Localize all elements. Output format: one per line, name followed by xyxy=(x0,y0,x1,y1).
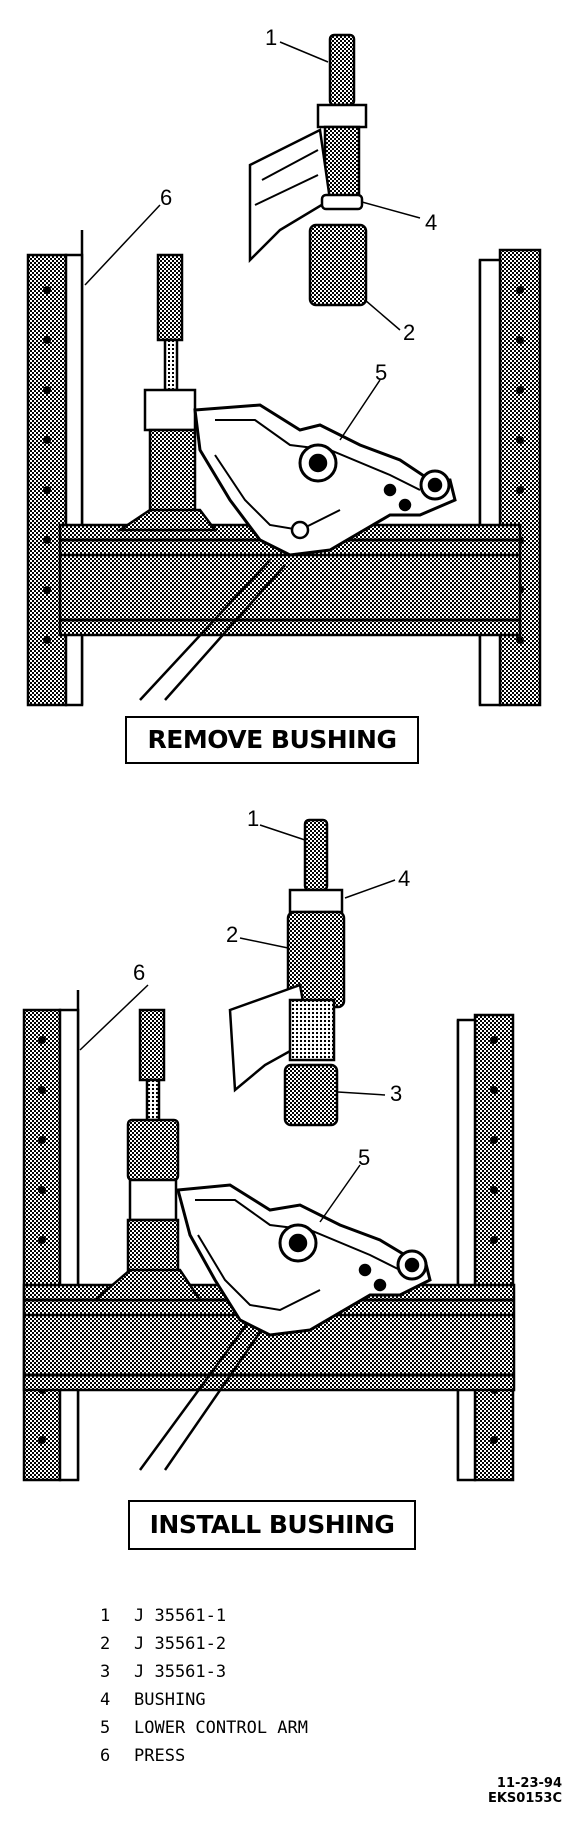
remove-bushing-caption: REMOVE BUSHING xyxy=(125,716,419,764)
legend-item: 2 J 35561-2 xyxy=(100,1630,308,1658)
legend-item: 3 J 35561-3 xyxy=(100,1658,308,1686)
callout-top-2: 2 xyxy=(403,320,416,345)
tool-j35561-1 xyxy=(328,33,356,107)
legend-number: 6 xyxy=(100,1746,111,1766)
legend-item: 1 J 35561-1 xyxy=(100,1602,308,1630)
legend-number: 5 xyxy=(100,1718,111,1738)
legend-item: 5 LOWER CONTROL ARM xyxy=(100,1714,308,1742)
document-date: 11-23-94 xyxy=(496,1776,562,1791)
legend-text: LOWER CONTROL ARM xyxy=(134,1718,308,1738)
legend-text: J 35561-3 xyxy=(134,1662,227,1682)
remove-diagram xyxy=(26,33,542,707)
legend-number: 4 xyxy=(100,1690,111,1710)
legend-item: 6 PRESS xyxy=(100,1742,308,1770)
legend-item: 4 BUSHING xyxy=(100,1686,308,1714)
callout-top-1: 1 xyxy=(265,25,278,50)
tool-j35561-2 xyxy=(308,223,368,307)
callout-top-6: 6 xyxy=(160,185,173,210)
legend-number: 2 xyxy=(100,1634,111,1654)
support-tool xyxy=(126,1118,180,1182)
legend-number: 1 xyxy=(100,1606,111,1626)
press-left-column-2 xyxy=(22,1008,62,1482)
document-id: 11-23-94 EKS0153C xyxy=(488,1776,562,1806)
callout-top-5: 5 xyxy=(375,360,388,385)
press-ram xyxy=(156,253,184,342)
callout-bottom-1: 1 xyxy=(247,806,260,831)
parts-legend: 1 J 35561-1 2 J 35561-2 3 J 35561-3 4 BU… xyxy=(100,1602,308,1770)
callout-top-4: 4 xyxy=(425,210,438,235)
tool-j35561-3 xyxy=(283,1063,339,1127)
legend-text: J 35561-1 xyxy=(134,1606,227,1626)
support-block xyxy=(143,388,197,432)
press-right-column-2 xyxy=(473,1013,515,1482)
press-left-column xyxy=(26,253,68,707)
callout-bottom-4: 4 xyxy=(398,866,411,891)
legend-text: PRESS xyxy=(134,1746,186,1766)
legend-text: BUSHING xyxy=(134,1690,206,1710)
install-bushing-caption: INSTALL BUSHING xyxy=(128,1500,416,1550)
callout-bottom-2: 2 xyxy=(226,922,239,947)
install-diagram xyxy=(22,818,516,1482)
legend-number: 3 xyxy=(100,1662,111,1682)
press-ram-2 xyxy=(138,1008,166,1082)
document-code: EKS0153C xyxy=(487,1791,562,1806)
bushing xyxy=(320,193,364,211)
legend-text: J 35561-2 xyxy=(134,1634,227,1654)
callout-bottom-6: 6 xyxy=(133,960,146,985)
callout-bottom-5: 5 xyxy=(358,1145,371,1170)
callout-bottom-3: 3 xyxy=(390,1081,403,1106)
tool-j35561-1-b xyxy=(303,818,329,892)
